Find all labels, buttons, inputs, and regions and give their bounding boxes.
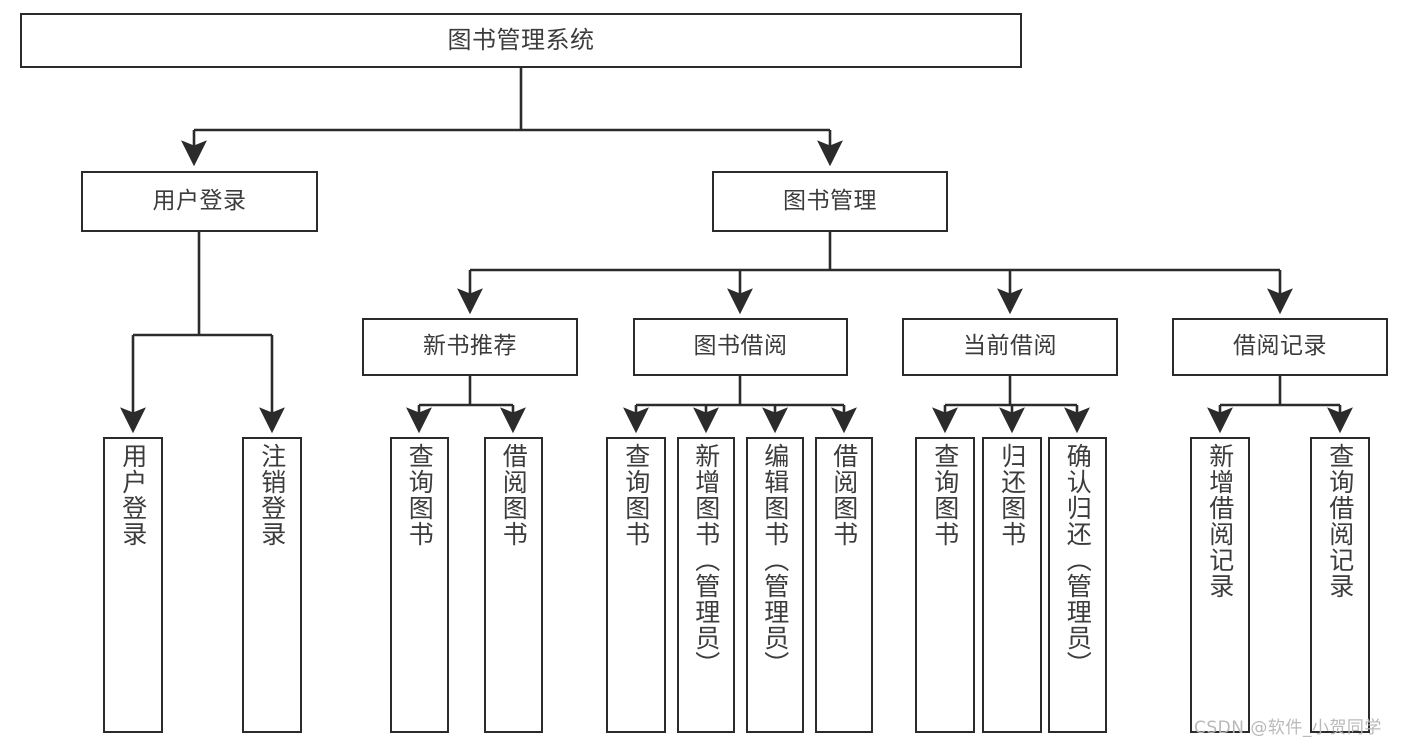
- node-leaf-borrow-book-2-label: 借阅图书: [829, 443, 859, 547]
- node-leaf-confirm-return-admin[interactable]: 确认归还（管理员）: [1048, 437, 1107, 733]
- node-root-label: 图书管理系统: [447, 26, 595, 55]
- node-leaf-query-book-2[interactable]: 查询图书: [606, 437, 666, 733]
- node-root[interactable]: 图书管理系统: [20, 13, 1022, 68]
- node-book-management[interactable]: 图书管理: [712, 171, 948, 232]
- node-leaf-query-book-2-label: 查询图书: [621, 443, 651, 547]
- node-book-management-label: 图书管理: [783, 187, 877, 214]
- node-current-borrow-label: 当前借阅: [963, 333, 1057, 360]
- node-book-borrow[interactable]: 图书借阅: [633, 318, 848, 376]
- node-leaf-borrow-book-2[interactable]: 借阅图书: [815, 437, 873, 733]
- node-book-borrow-label: 图书借阅: [693, 333, 788, 360]
- node-new-book-recommend[interactable]: 新书推荐: [362, 318, 578, 376]
- node-leaf-user-login[interactable]: 用户登录: [103, 437, 163, 733]
- node-leaf-add-book-admin-label: 新增图书（管理员）: [691, 443, 721, 677]
- node-leaf-confirm-return-admin-label: 确认归还（管理员）: [1063, 443, 1093, 677]
- node-leaf-edit-book-admin-label: 编辑图书（管理员）: [760, 443, 790, 677]
- node-leaf-query-book-1-label: 查询图书: [405, 443, 435, 547]
- node-user-login-label: 用户登录: [152, 187, 247, 214]
- node-leaf-borrow-book-1[interactable]: 借阅图书: [484, 437, 543, 733]
- node-leaf-add-book-admin[interactable]: 新增图书（管理员）: [677, 437, 735, 733]
- node-leaf-query-borrow-record[interactable]: 查询借阅记录: [1310, 437, 1370, 733]
- node-leaf-add-borrow-record-label: 新增借阅记录: [1205, 443, 1235, 599]
- node-current-borrow[interactable]: 当前借阅: [902, 318, 1118, 376]
- node-borrow-record[interactable]: 借阅记录: [1172, 318, 1388, 376]
- node-user-login[interactable]: 用户登录: [81, 171, 318, 232]
- watermark: CSDN @软件_小贺同学: [1194, 718, 1382, 738]
- node-borrow-record-label: 借阅记录: [1233, 333, 1327, 360]
- node-leaf-query-book-1[interactable]: 查询图书: [390, 437, 449, 733]
- node-leaf-return-book-label: 归还图书: [997, 443, 1027, 547]
- node-leaf-add-borrow-record[interactable]: 新增借阅记录: [1190, 437, 1250, 733]
- node-leaf-borrow-book-1-label: 借阅图书: [499, 443, 529, 547]
- node-leaf-logout-login-label: 注销登录: [257, 443, 287, 547]
- node-leaf-edit-book-admin[interactable]: 编辑图书（管理员）: [746, 437, 804, 733]
- node-leaf-query-book-3-label: 查询图书: [930, 443, 960, 547]
- node-new-book-recommend-label: 新书推荐: [423, 333, 517, 360]
- node-leaf-return-book[interactable]: 归还图书: [982, 437, 1042, 733]
- node-leaf-user-login-label: 用户登录: [118, 443, 148, 547]
- node-leaf-logout-login[interactable]: 注销登录: [242, 437, 302, 733]
- node-leaf-query-borrow-record-label: 查询借阅记录: [1325, 443, 1355, 599]
- node-leaf-query-book-3[interactable]: 查询图书: [915, 437, 975, 733]
